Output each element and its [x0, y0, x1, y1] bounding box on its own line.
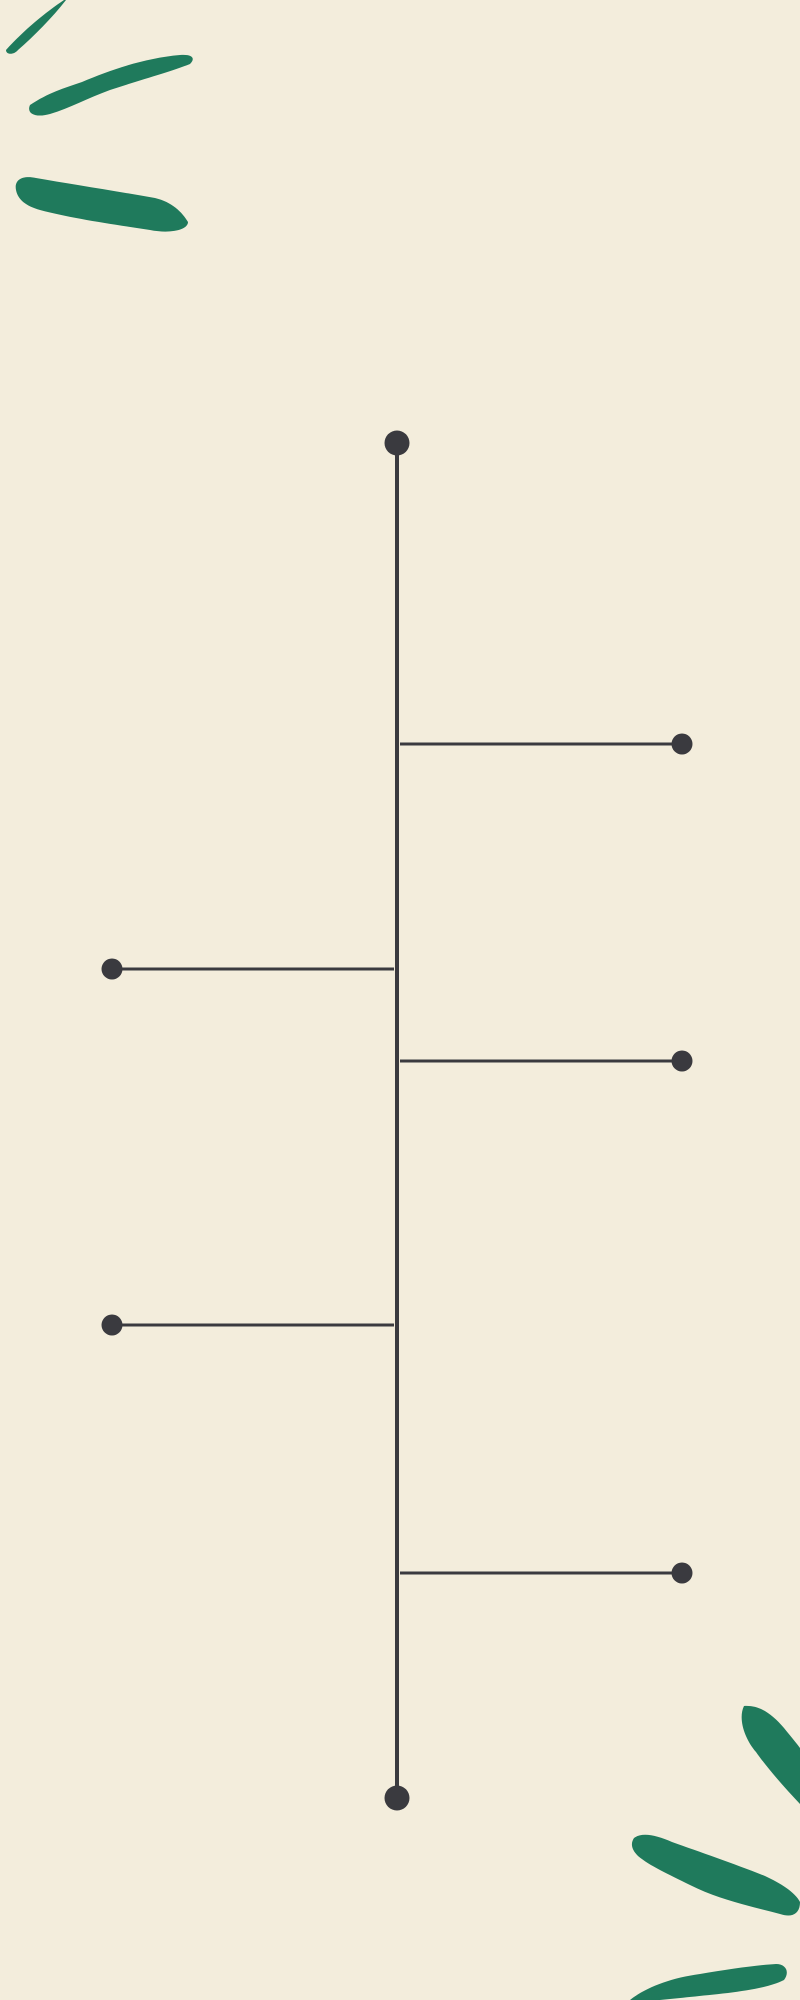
leaf-stroke — [6, 0, 66, 54]
timeline-start-dot — [384, 430, 410, 456]
timeline-branch — [400, 1050, 693, 1072]
branch-endpoint-dot — [671, 1050, 693, 1072]
branch-endpoint-dot — [671, 1562, 693, 1584]
leaf-stroke — [741, 1705, 800, 1804]
leaf-stroke — [15, 177, 188, 232]
branch-endpoint-dot — [101, 958, 123, 980]
timeline-branch — [400, 1562, 693, 1584]
top-left-leaf-decoration — [6, 0, 193, 232]
leaf-stroke — [29, 54, 193, 116]
branch-endpoint-dot — [671, 733, 693, 755]
leaf-stroke — [631, 1834, 800, 1916]
timeline-branch — [101, 958, 394, 980]
branch-endpoint-dot — [101, 1314, 123, 1336]
timeline-end-dot — [384, 1785, 410, 1811]
leaf-stroke — [630, 1964, 787, 2000]
bottom-right-leaf-decoration — [630, 1705, 800, 2000]
timeline-branches — [101, 733, 693, 1584]
timeline-branch — [101, 1314, 394, 1336]
timeline-branch — [400, 733, 693, 755]
